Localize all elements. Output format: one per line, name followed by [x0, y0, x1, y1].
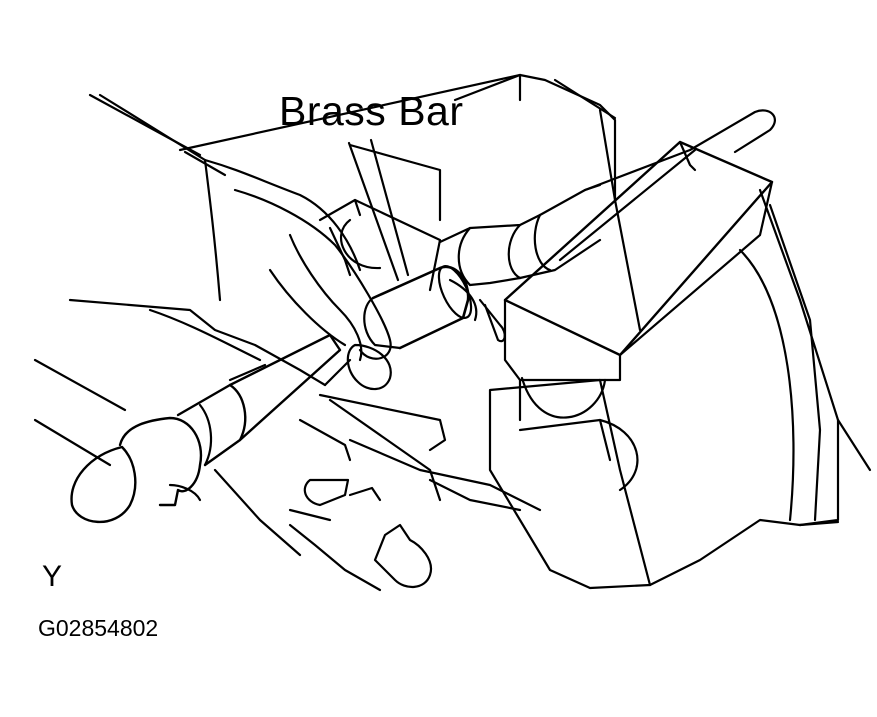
brass-bar-label: Brass Bar [279, 88, 464, 134]
callout-leader [347, 138, 410, 282]
lower-slide [213, 363, 542, 592]
hammer [33, 333, 342, 524]
view-direction-mark: Y [42, 560, 63, 593]
vise-base [88, 73, 872, 527]
hand [68, 93, 392, 391]
shaft-assembly [438, 109, 776, 343]
brass-bar [363, 265, 473, 350]
vise-front-jaw [488, 140, 802, 590]
figure-code: G02854802 [38, 615, 159, 641]
